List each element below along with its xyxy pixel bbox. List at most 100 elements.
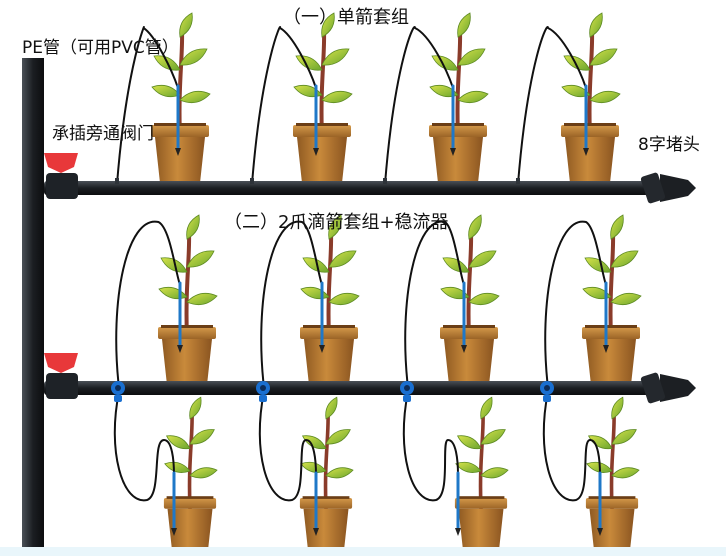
potted-plant	[582, 214, 642, 385]
potted-plant	[299, 396, 354, 551]
potted-plant	[300, 214, 360, 385]
potted-plant	[454, 396, 509, 551]
flow-stabilizer-nozzle	[114, 395, 122, 402]
pot-soil	[296, 123, 348, 126]
plant-leaf	[611, 467, 640, 479]
plant-leaf	[328, 214, 342, 240]
pot-soil	[564, 123, 616, 126]
plant-leaf	[300, 461, 327, 473]
pot-body	[433, 137, 483, 183]
plant-leaf	[610, 292, 642, 306]
plant-stem	[319, 28, 327, 139]
plant-leaf	[610, 250, 639, 268]
micro-tube	[517, 26, 587, 185]
end-cap-label: 8字堵头	[638, 135, 700, 155]
plant-leaf	[179, 48, 208, 66]
plant-stem	[326, 230, 334, 341]
micro-tube-upper	[544, 220, 607, 389]
micro-tube-lower	[402, 391, 459, 502]
end-cap	[660, 374, 696, 402]
valve-body	[46, 173, 78, 199]
plant-leaf	[480, 467, 509, 479]
pot-rim	[158, 327, 216, 339]
plant-leaf	[611, 429, 637, 445]
bypass-valve-label: 承插旁通阀门	[52, 124, 154, 144]
pot-soil	[154, 123, 206, 126]
potted-plant	[158, 214, 218, 385]
plant-leaf	[587, 435, 613, 450]
plant-leaf	[456, 435, 482, 450]
pipe-row-2	[44, 381, 664, 395]
micro-tube-upper	[404, 220, 465, 389]
plant-leaf	[457, 12, 471, 38]
plant-stem	[608, 230, 616, 341]
pot-soil	[457, 496, 505, 499]
tube-connector	[250, 178, 254, 184]
plant-leaf	[561, 84, 591, 98]
pot-rim	[300, 327, 358, 339]
pot-soil	[443, 325, 495, 328]
plant-leaf	[186, 214, 200, 240]
pot-rim	[429, 125, 487, 137]
plant-leaf	[589, 90, 621, 104]
plant-stem	[455, 28, 463, 139]
plant-leaf	[610, 214, 624, 240]
tube-connector	[115, 178, 119, 184]
fittings-layer	[44, 153, 696, 404]
plant-leaf	[189, 429, 215, 445]
plant-leaf	[440, 286, 470, 300]
flow-stabilizer-core	[404, 385, 410, 391]
micro-tube-upper	[115, 220, 181, 389]
drip-arrow-tip	[313, 148, 319, 156]
potted-plant	[429, 12, 489, 183]
pot-rim	[293, 125, 351, 137]
plant-leaf	[584, 257, 612, 273]
pot-soil	[585, 325, 637, 328]
plant-leaf	[164, 461, 191, 473]
pot-rim	[454, 498, 508, 509]
drip-arrow-tip	[603, 345, 609, 353]
pot-body	[565, 137, 615, 183]
plant-leaf	[186, 292, 218, 306]
potted-plant	[163, 396, 218, 551]
pot-soil	[302, 496, 350, 499]
plants-layer	[151, 12, 642, 551]
plant-stem	[177, 28, 185, 139]
pot-soil	[166, 496, 214, 499]
pot-rim	[151, 125, 209, 137]
plant-leaf	[321, 90, 353, 104]
plant-leaf	[151, 84, 181, 98]
plant-stem	[587, 28, 595, 139]
plant-leaf	[429, 84, 459, 98]
pot-soil	[161, 325, 213, 328]
flow-stabilizer-nozzle	[403, 395, 411, 402]
end-cap-plug	[640, 372, 666, 404]
drip-arrow-tip	[177, 345, 183, 353]
plant-stem	[187, 410, 194, 511]
pot-body	[155, 137, 205, 183]
micro-tube-lower	[113, 391, 175, 502]
pot-rim	[561, 125, 619, 137]
plant-leaf	[455, 461, 482, 473]
pot-rim	[440, 327, 498, 339]
plant-leaf	[480, 396, 493, 420]
pipes-layer	[22, 58, 664, 548]
plant-stem	[323, 410, 330, 511]
pipe-row-1	[44, 181, 664, 195]
pot-rim	[299, 498, 353, 509]
drip-arrow-tip	[597, 528, 603, 536]
pot-rim	[163, 498, 217, 509]
plant-leaf	[442, 257, 470, 273]
drip-arrow-tip	[171, 528, 177, 536]
micro-tube	[384, 26, 454, 185]
plant-leaf	[189, 467, 218, 479]
flow-stabilizer-core	[544, 385, 550, 391]
pot-body	[167, 508, 213, 551]
plant-stem	[184, 230, 192, 341]
flow-stabilizer-core	[260, 385, 266, 391]
plant-leaf	[468, 292, 500, 306]
plant-leaf	[300, 286, 330, 300]
plant-leaf	[468, 214, 482, 240]
plant-leaf	[328, 292, 360, 306]
